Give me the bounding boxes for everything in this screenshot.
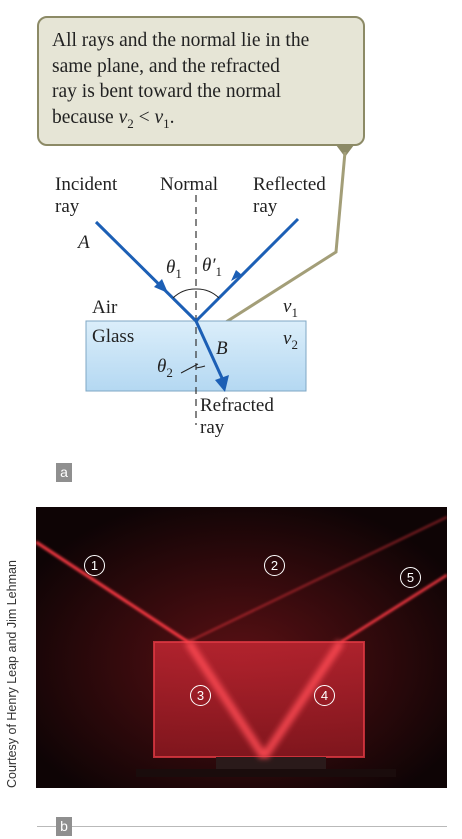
theta1p-arc <box>195 288 220 299</box>
refracted-ray <box>194 320 224 379</box>
reflected-ray <box>194 217 300 323</box>
glass-label: Glass <box>92 326 135 347</box>
photo-stand <box>216 757 326 769</box>
callout-line-2: same plane, and the refracted <box>52 55 280 77</box>
panel-b-badge: b <box>56 817 72 836</box>
marker-5: 5 <box>400 567 421 588</box>
v2-label: v2 <box>283 328 298 352</box>
marker-4: 4 <box>314 685 335 706</box>
callout-line-4: because v2 < v1. <box>52 106 175 131</box>
photo-credit: Courtesy of Henry Leap and Jim Lehman <box>5 560 19 788</box>
beam-4 <box>260 639 345 760</box>
theta1-label: θ1 <box>166 257 182 281</box>
normal-label: Normal <box>160 174 219 195</box>
v1-label: v1 <box>283 296 298 320</box>
callout-line-3: ray is bent toward the normal <box>52 81 282 102</box>
reflected-arrowhead <box>231 270 242 281</box>
callout-text: All rays and the normal lie in the same … <box>52 28 357 136</box>
callout-box <box>37 16 365 146</box>
point-b-label: B <box>216 338 228 359</box>
callout-pointer-tip <box>336 145 354 157</box>
air-label: Air <box>92 297 118 318</box>
incident-arrowhead <box>154 279 168 293</box>
theta1-prime-label: θ′1 <box>202 255 222 279</box>
marker-3: 3 <box>190 685 211 706</box>
beam-3 <box>184 639 268 760</box>
theta2-arc <box>195 365 206 369</box>
ray-diagram <box>85 145 354 425</box>
marker-2: 2 <box>264 555 285 576</box>
marker-1: 1 <box>84 555 105 576</box>
incident-ray <box>94 220 198 323</box>
callout-pointer-line <box>203 151 347 338</box>
point-a-label: A <box>78 232 90 253</box>
laser-photo-drawing <box>36 507 447 788</box>
beam-1 <box>36 540 189 644</box>
laser-photo: 1 2 5 3 4 <box>36 507 447 788</box>
beam-2 <box>187 516 447 643</box>
panel-a-badge: a <box>56 463 72 482</box>
theta2-leader <box>180 363 199 374</box>
callout-line-1: All rays and the normal lie in the <box>52 30 310 51</box>
beam-5 <box>340 573 447 644</box>
refracted-arrowhead <box>215 375 229 392</box>
theta1-arc <box>172 288 197 299</box>
panel-b-separator <box>37 826 447 827</box>
theta2-label: θ2 <box>157 356 173 380</box>
